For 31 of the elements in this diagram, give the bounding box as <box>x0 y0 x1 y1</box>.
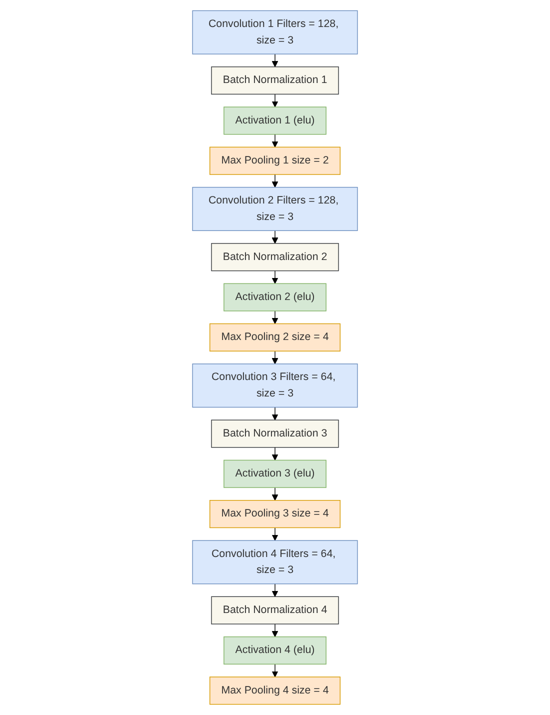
node-box: Convolution 2 Filters = 128, size = 3 <box>192 186 358 231</box>
node-box: Convolution 1 Filters = 128, size = 3 <box>192 10 358 54</box>
node-box: Activation 3 (elu) <box>224 460 326 488</box>
node-box: Convolution 3 Filters = 64, size = 3 <box>192 364 358 408</box>
arrow <box>272 230 278 244</box>
arrow <box>272 270 278 284</box>
node-box: Activation 2 (elu) <box>224 283 326 312</box>
arrow <box>272 134 278 148</box>
arrow <box>272 174 278 188</box>
arrow <box>272 584 278 597</box>
node-box: Max Pooling 3 size = 4 <box>210 500 340 528</box>
arrow <box>272 447 278 460</box>
node-box: Max Pooling 1 size = 2 <box>210 146 340 175</box>
node-box: Convolution 4 Filters = 64, size = 3 <box>192 540 358 584</box>
node-box: Activation 1 (elu) <box>224 106 326 135</box>
node-box: Max Pooling 4 size = 4 <box>210 676 340 705</box>
arrow <box>272 624 278 638</box>
node-box: Batch Normalization 2 <box>211 243 339 272</box>
arrow <box>272 487 278 501</box>
node-box: Batch Normalization 3 <box>211 420 339 448</box>
arrow <box>272 310 278 324</box>
arrow <box>272 94 278 108</box>
node-box: Batch Normalization 1 <box>211 66 339 95</box>
node-box: Batch Normalization 4 <box>211 596 339 624</box>
arrow <box>272 664 278 678</box>
node-box: Activation 4 (elu) <box>224 636 326 665</box>
node-box: Max Pooling 2 size = 4 <box>210 323 340 352</box>
arrow <box>272 54 278 68</box>
arrow <box>272 527 278 541</box>
arrow <box>272 350 278 364</box>
arrow <box>272 406 278 420</box>
